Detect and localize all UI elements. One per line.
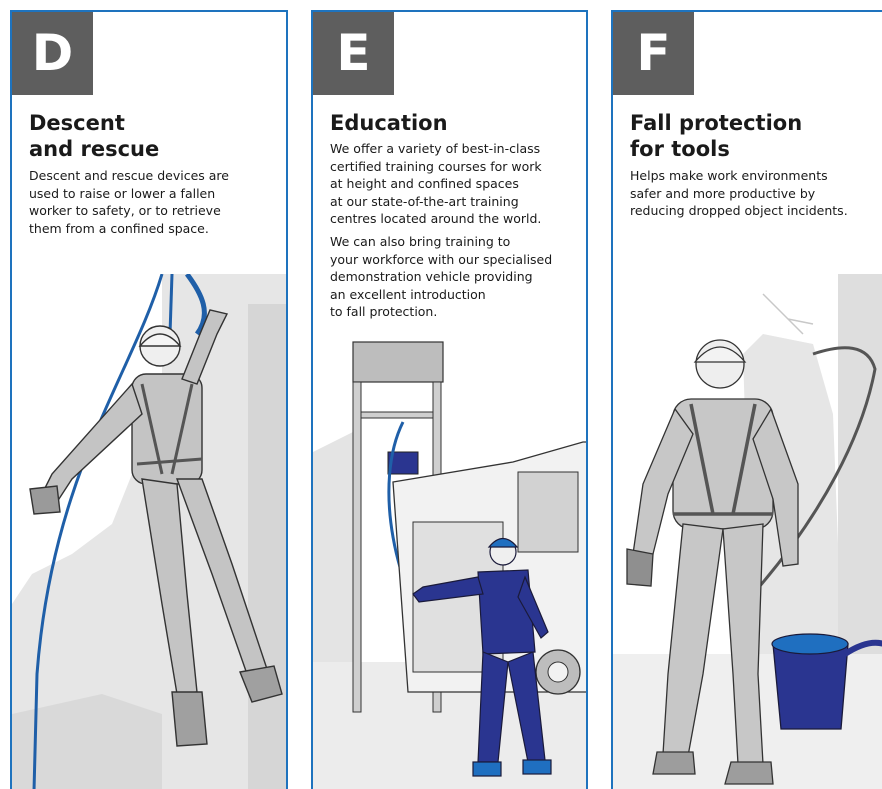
desc-line: safer and more productive by (630, 185, 816, 201)
desc-line: centres located around the world. (330, 211, 542, 226)
desc-line: at our state-of-the-art training (330, 193, 519, 209)
desc-line: your workforce with our specialised (330, 251, 553, 267)
desc-line: at height and confined spaces (330, 176, 519, 191)
letter-badge-f: F (613, 12, 694, 95)
training-van-illustration (313, 341, 586, 789)
desc-line: demonstration vehicle providing (330, 269, 533, 284)
panel-title-descent-and-rescue: Descent and rescue (29, 110, 159, 162)
panel-description-education: We offer a variety of best-in-class cert… (330, 140, 542, 228)
panel-descent-and-rescue: D Descent and rescue Descent and rescue … (10, 10, 288, 789)
desc-line: Descent and rescue devices are (29, 168, 229, 183)
panel-description-descent: Descent and rescue devices are used to r… (29, 167, 229, 237)
desc-line: reducing dropped object incidents. (630, 203, 848, 218)
desc-line: to fall protection. (330, 304, 438, 319)
letter-badge-e: E (313, 12, 394, 95)
tool-tether-worker-illustration (613, 274, 882, 789)
letter-badge-d: D (12, 12, 93, 95)
panel-description-fall-protection: Helps make work environments safer and m… (630, 167, 848, 220)
title-line: and rescue (29, 137, 160, 161)
panel-description-education-2: We can also bring training to your workf… (330, 233, 552, 321)
title-line: Fall protection (630, 111, 803, 135)
desc-line: an excellent introduction (330, 286, 486, 302)
panel-title-education: Education (330, 110, 448, 136)
desc-line: them from a confined space. (29, 220, 209, 236)
desc-line: worker to safety, or to retrieve (29, 203, 221, 218)
title-line: Education (330, 111, 448, 135)
desc-line: We can also bring training to (330, 234, 511, 249)
desc-line: certified training courses for work (330, 158, 542, 174)
title-line: for tools (630, 137, 730, 161)
rope-rescue-worker-illustration (12, 274, 286, 789)
panel-fall-protection-for-tools: F Fall protection for tools Helps make w… (611, 10, 882, 789)
desc-line: Helps make work environments (630, 168, 828, 183)
panel-education: E Education We offer a variety of best-i… (311, 10, 588, 789)
panel-title-fall-protection: Fall protection for tools (630, 110, 802, 162)
desc-line: used to raise or lower a fallen (29, 185, 216, 201)
title-line: Descent (29, 111, 125, 135)
desc-line: We offer a variety of best-in-class (330, 141, 541, 156)
